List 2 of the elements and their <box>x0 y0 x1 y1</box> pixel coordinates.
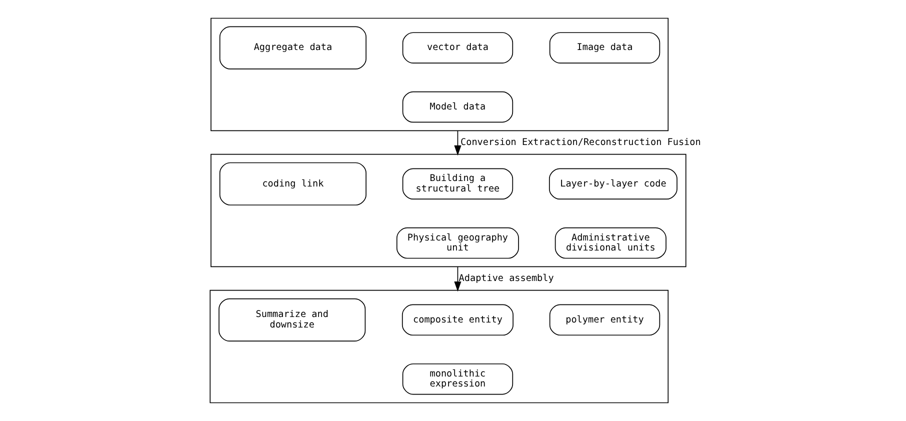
edge-label: Conversion Extraction/Reconstruction Fusion <box>460 136 700 148</box>
edge-label: Adaptive assembly <box>458 272 554 284</box>
